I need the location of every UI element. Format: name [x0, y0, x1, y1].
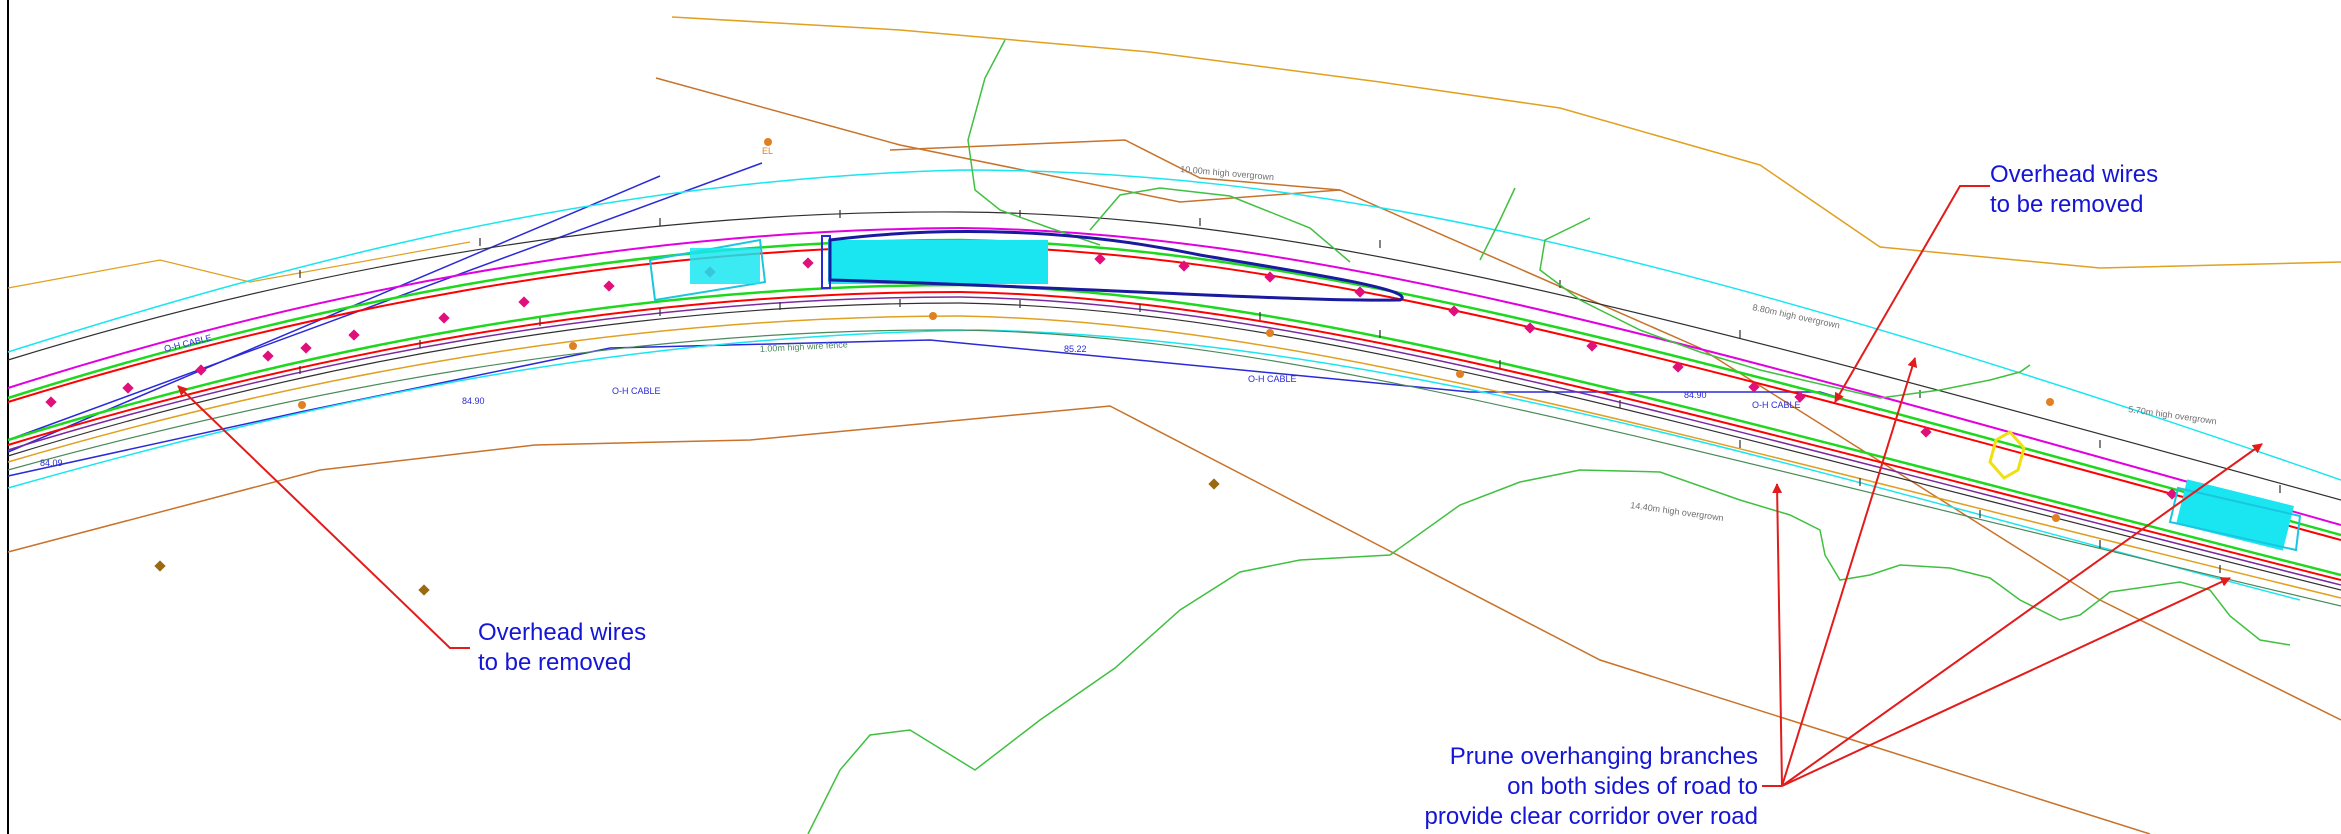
label-oh-cable-4: O-H CABLE: [1752, 400, 1801, 410]
tree-line-right-a: [1479, 187, 1516, 261]
label-level-8409: 84.09: [40, 458, 63, 468]
label-level-8490: 84.90: [462, 396, 485, 406]
callout-prune-line1: Prune overhanging branches: [1450, 743, 1758, 770]
black-line-bottom: [7, 302, 2341, 591]
label-fence: 1.00m high wire fence: [760, 339, 848, 354]
cyan-line-lower: [7, 329, 2301, 601]
building-center: [821, 235, 1048, 289]
callout-right-line1: Overhead wires: [1990, 161, 2158, 188]
label-overgrown-8: 8.80m high overgrown: [1752, 302, 1841, 330]
blue-enclosure-outline: [828, 230, 1404, 302]
orange-boundary-left: [7, 241, 471, 289]
fence-ticks: [299, 210, 2281, 573]
oh-cable-diagonal-2: [7, 162, 763, 441]
label-overgrown-10: 10.00m high overgrown: [1180, 164, 1275, 182]
label-level-8490b: 84.90: [1684, 390, 1707, 400]
tree-symbol: [1988, 430, 2026, 480]
callout-left-line2: to be removed: [478, 649, 631, 676]
label-overgrown-14: 14.40m high overgrown: [1630, 500, 1725, 523]
label-level-8522: 85.22: [1064, 344, 1087, 354]
fence-line: [7, 329, 2341, 607]
road-edge-red-bottom: [7, 290, 2341, 581]
arrow-right-wires: [1834, 185, 1990, 403]
label-el: EL: [762, 146, 773, 156]
purple-line-bottom: [7, 296, 2341, 586]
tree-line-bottom: [807, 469, 2291, 834]
brown-markers: [154, 478, 1220, 596]
tree-line-top: [967, 39, 1101, 246]
orange-line-bottom: [7, 315, 2341, 599]
building-right: [2168, 479, 2302, 552]
el-markers: [298, 138, 2060, 522]
callout-left-line1: Overhead wires: [478, 619, 646, 646]
orange-boundary-top: [671, 16, 2341, 269]
label-oh-cable-2: O-H CABLE: [612, 386, 661, 396]
building-left: [648, 238, 767, 302]
brown-boundary-lower: [7, 405, 2151, 834]
label-oh-cable-3: O-H CABLE: [1248, 374, 1297, 384]
callout-right-line2: to be removed: [1990, 191, 2143, 218]
oh-cable-diagonal-1: [7, 175, 661, 453]
survey-points: [45, 253, 2178, 500]
arrows-prune: [1762, 357, 2263, 787]
magenta-line-top: [7, 226, 2341, 526]
black-line-top: [7, 211, 2341, 501]
brown-boundary-mid: [889, 139, 1341, 191]
callout-prune-line2: on both sides of road to: [1507, 773, 1758, 800]
tree-line-top-2: [1089, 187, 1351, 263]
oh-cable-lower: [7, 339, 1881, 477]
callout-prune-line3: provide clear corridor over road: [1425, 803, 1758, 830]
cyan-line-upper: [7, 169, 2341, 481]
arrow-left-wires: [177, 385, 470, 649]
tree-line-right-b: [1539, 217, 2031, 399]
